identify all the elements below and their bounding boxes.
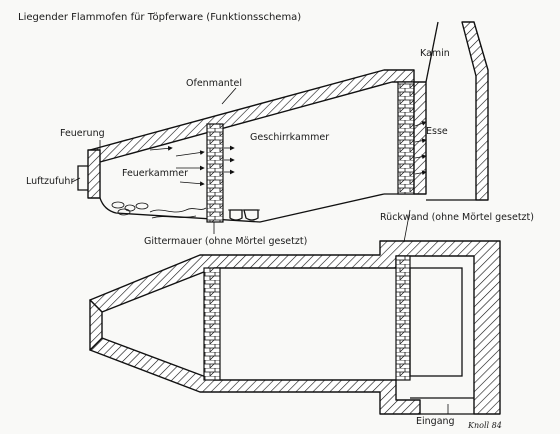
chimney-inner-wall [413,81,427,195]
pottery-vessels [228,209,260,221]
label-eingang: Eingang [416,416,455,427]
label-feuerung: Feuerung [60,128,105,139]
label-luftzufuhr: Luftzufuhr [26,176,74,187]
fuel-embers [111,201,207,219]
artist-signature: Knoll 84 [467,421,502,430]
diagram-title: Liegender Flammofen für Töpferware (Funk… [18,12,301,23]
flow-arrows [149,121,427,187]
rueckwand-wall [397,81,415,195]
label-kamin: Kamin [420,48,450,59]
chimney-outer-wall [461,21,489,201]
front-wall [87,149,101,199]
plan-bottom-wall [89,337,421,415]
floor-line [99,193,385,223]
air-inlet [77,165,88,191]
label-gittermauer: Gittermauer (ohne Mörtel gesetzt) [144,236,307,247]
plan-gittermauer [203,267,221,381]
roof-wall [89,69,415,163]
plan-view [89,240,501,415]
leader-lines [71,87,449,414]
plan-rueckwand [395,255,411,381]
label-geschirrkammer: Geschirrkammer [250,132,329,143]
label-rueckwand: Rückwand (ohne Mörtel gesetzt) [380,212,534,223]
gittermauer-wall [206,123,224,223]
plan-chimney-box [409,267,463,377]
label-esse: Esse [426,126,448,137]
chimney-left-edge [425,21,439,83]
plan-front-wall [89,299,103,351]
section-view [77,21,489,223]
label-ofenmantel: Ofenmantel [186,78,242,89]
label-feuerkammer: Feuerkammer [122,168,188,179]
